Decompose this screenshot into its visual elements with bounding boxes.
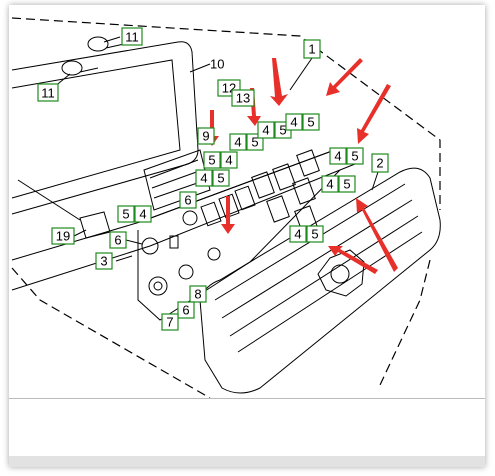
callout-7: 7	[161, 313, 179, 331]
callout-pair-g: 4 5	[321, 175, 356, 193]
callout-6-left: 6	[109, 231, 127, 249]
callout-text: 5	[343, 177, 350, 192]
callout-text: 4	[225, 153, 232, 168]
callout-pair-e: 4 5	[195, 169, 230, 187]
callout-text: 4	[290, 115, 297, 130]
callout-text: 7	[166, 315, 173, 330]
callout-pairs: 4 5 4 5 4 5 5 4 4 5 4 5	[117, 113, 364, 243]
diagram-card	[9, 5, 485, 467]
callout-pair-d: 5 4	[203, 151, 238, 169]
callout-pair-h: 5 4	[117, 205, 152, 223]
callout-13: 13	[231, 89, 255, 107]
callout-text: 6	[114, 233, 121, 248]
callout-19: 19	[51, 227, 75, 245]
panel-knobs	[141, 210, 221, 296]
callout-3: 3	[95, 252, 113, 270]
dashed-boundary	[11, 17, 441, 399]
callout-text: 4	[234, 135, 241, 150]
callout-pair-f: 4 5	[329, 147, 364, 165]
callout-6-top: 6	[179, 191, 197, 209]
callout-text: 19	[56, 229, 70, 244]
callout-text: 6	[182, 303, 189, 318]
control-panel-body	[11, 147, 361, 291]
callout-text: 9	[202, 129, 209, 144]
callout-1: 1	[303, 39, 321, 59]
callout-text: 13	[236, 91, 250, 106]
callout-text: 5	[311, 227, 318, 242]
red-arrows	[205, 58, 398, 274]
callout-text: 3	[100, 254, 107, 269]
callout-text: 6	[184, 193, 191, 208]
callout-10: 10	[210, 57, 224, 72]
callout-text: 5	[307, 115, 314, 130]
bottom-strip	[9, 456, 485, 467]
callout-pair-i: 4 5	[289, 225, 324, 243]
callout-6-bottom: 6	[177, 301, 195, 319]
callout-text: 4	[139, 207, 146, 222]
callout-pair-c: 4 5	[285, 113, 320, 131]
callout-text: 5	[217, 171, 224, 186]
thumb-screws	[61, 36, 125, 76]
callout-text: 5	[208, 153, 215, 168]
callout-text: 5	[351, 149, 358, 164]
control-panel-face	[137, 147, 341, 321]
callout-text: 11	[41, 86, 55, 101]
caption-area	[9, 398, 485, 457]
callout-text: 1	[308, 42, 315, 57]
callout-2: 2	[371, 153, 389, 173]
callout-text: 4	[294, 227, 301, 242]
callout-text: 10	[210, 57, 224, 72]
circuit-board	[143, 149, 211, 211]
callout-text: 5	[279, 123, 286, 138]
callout-text: 4	[262, 123, 269, 138]
callout-text: 5	[122, 207, 129, 222]
rear-frame	[11, 41, 199, 215]
callout-11-top: 11	[121, 27, 143, 46]
callout-text: 4	[334, 149, 341, 164]
callout-text: 4	[326, 177, 333, 192]
callout-text: 8	[194, 287, 201, 302]
front-cover	[199, 167, 441, 394]
callout-text: 4	[200, 171, 207, 186]
callout-9: 9	[197, 127, 215, 145]
callout-text: 2	[376, 156, 383, 171]
callout-text: 11	[125, 30, 139, 45]
callout-text: 5	[251, 135, 258, 150]
rear-frame-inner	[11, 59, 181, 199]
callout-8: 8	[189, 285, 207, 303]
callout-11-left: 11	[37, 83, 59, 102]
